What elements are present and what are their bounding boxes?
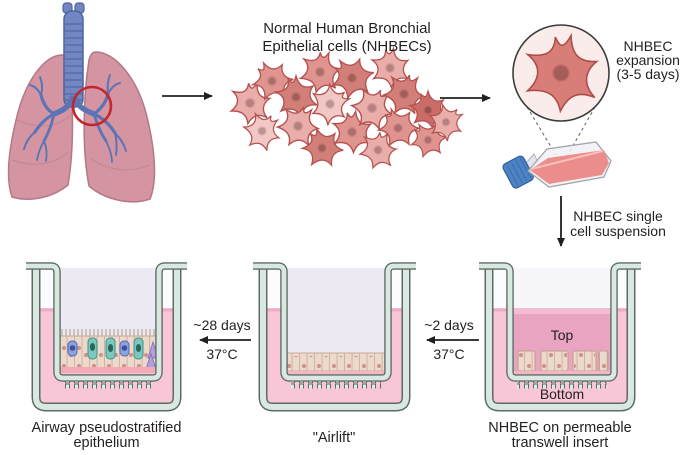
cell-clusters [517,350,609,372]
basement-layer [60,367,156,373]
airlift-temperature-label: 37°C [433,346,465,362]
membrane-pores [517,381,607,389]
bronchial-tree [23,74,127,163]
membrane-pores [64,381,152,389]
culture-flask-icon [502,141,612,189]
goblet-and-ciliated-cells [67,337,159,370]
caption-mature-epithelium: Airway pseudostratified epithelium [31,420,182,451]
maturation-duration-label: ~28 days [193,317,251,333]
transwell-mature [26,266,187,407]
membrane-pores [291,381,381,389]
left-lung [83,51,156,203]
membrane-line [513,371,611,374]
lung-fissures [11,115,151,171]
expansion-label: NHBEC expansion (3-5 days) [616,38,680,82]
transwell-airlift [253,266,416,407]
nhbec-cell-cluster [223,43,471,176]
apical-air [60,268,156,338]
cilia [60,329,156,337]
airlift-duration-label: ~2 days [424,317,474,333]
membrane-line [287,371,385,374]
flask-media [530,150,609,184]
lungs-icon [7,2,156,203]
maturation-temperature-label: 37°C [206,346,238,362]
caption-seeded-insert: NHBEC on permeable transwell insert [488,420,632,451]
apical-air [287,268,385,353]
transwell-seeded [479,266,641,407]
suspension-label: NHBEC single cell suspension [570,208,666,239]
figure-title: Normal Human Bronchial Epithelial cells … [262,20,432,55]
trachea [62,2,85,108]
expansion-magnifier [512,24,610,161]
insert-top-label: Top [550,327,574,343]
caption-airlift: "Airlift" [312,430,356,446]
insert-bottom-label: Bottom [539,386,585,402]
biopsy-highlight-circle [71,85,113,127]
